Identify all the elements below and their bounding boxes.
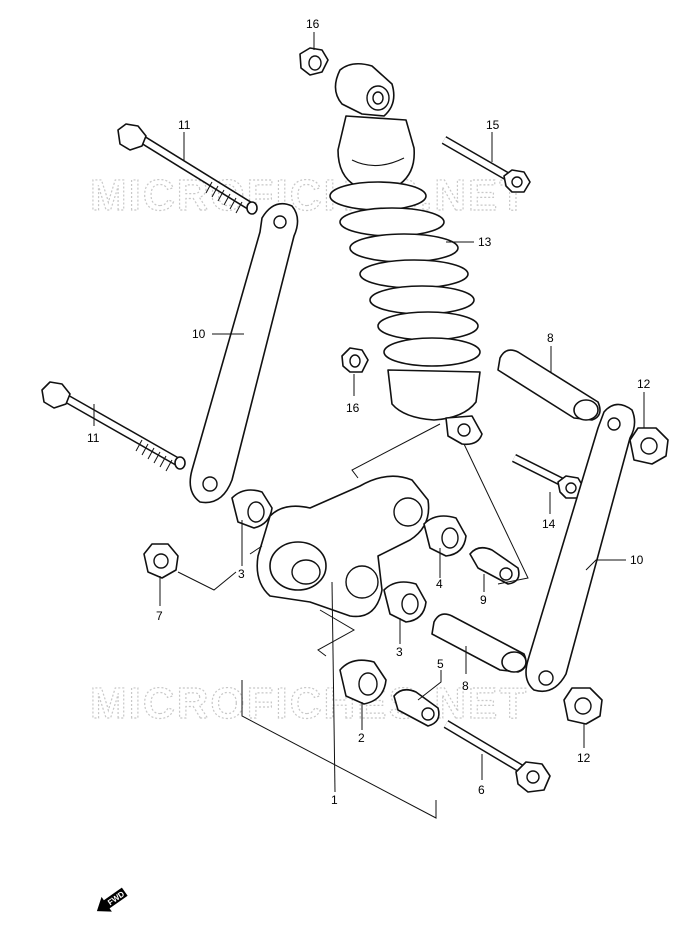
callout-7: 7 <box>156 609 163 623</box>
part-1-cushion-lever <box>256 475 430 618</box>
part-6-bolt <box>443 720 551 793</box>
callout-1: 1 <box>331 793 338 807</box>
callout-12-lower: 12 <box>577 751 591 765</box>
callout-8-upper: 8 <box>547 331 554 345</box>
part-3-bearing-lower <box>383 581 427 623</box>
callout-16-lower: 16 <box>346 401 360 415</box>
callout-13: 13 <box>478 235 492 249</box>
part-14-bolt <box>511 453 585 499</box>
assembly-lines <box>241 423 529 819</box>
part-16-nut-top <box>299 47 329 76</box>
part-11-bolt-top <box>117 123 258 215</box>
callout-12-upper: 12 <box>637 377 651 391</box>
part-11-bolt-lower <box>41 381 186 472</box>
callout-4: 4 <box>436 577 443 591</box>
callout-2: 2 <box>358 731 365 745</box>
callout-16-top: 16 <box>306 17 320 31</box>
callout-5: 5 <box>437 657 444 671</box>
callout-11-top: 11 <box>178 118 191 132</box>
part-7-nut <box>143 543 179 579</box>
part-12-nut-upper <box>629 427 669 465</box>
part-3-bearing-upper <box>231 489 273 529</box>
callout-9: 9 <box>480 593 487 607</box>
part-16-nut-lower <box>341 347 369 373</box>
callout-6: 6 <box>478 783 485 797</box>
part-10-tie-rod-right <box>525 403 636 693</box>
fwd-arrow-icon: FWD <box>96 887 128 912</box>
part-13-shock-absorber <box>329 62 483 446</box>
part-9-collar <box>469 546 520 585</box>
callout-8-lower: 8 <box>462 679 469 693</box>
part-15-bolt <box>441 136 531 193</box>
watermark-bottom: MICROFICHES.NET <box>90 679 528 728</box>
part-8-spacer-lower <box>431 613 527 673</box>
callout-10-left: 10 <box>192 327 206 341</box>
callout-10-right: 10 <box>630 553 644 567</box>
part-12-nut-lower <box>563 687 603 725</box>
callout-3-upper: 3 <box>238 567 245 581</box>
part-10-tie-rod-left <box>189 202 299 504</box>
callout-leaders <box>93 32 645 793</box>
part-4-bearing <box>423 515 467 557</box>
callout-15: 15 <box>486 118 500 132</box>
callout-labels: 16 11 15 13 10 8 12 16 11 14 3 4 9 10 7 … <box>87 17 651 807</box>
part-2-bearing <box>339 659 387 705</box>
part-8-spacer-upper <box>497 349 601 421</box>
watermark-top: MICROFICHES.NET <box>90 171 528 220</box>
callout-11-lower: 11 <box>87 431 100 445</box>
callout-3-lower: 3 <box>396 645 403 659</box>
part-5-collar <box>393 688 440 727</box>
callout-14: 14 <box>542 517 556 531</box>
